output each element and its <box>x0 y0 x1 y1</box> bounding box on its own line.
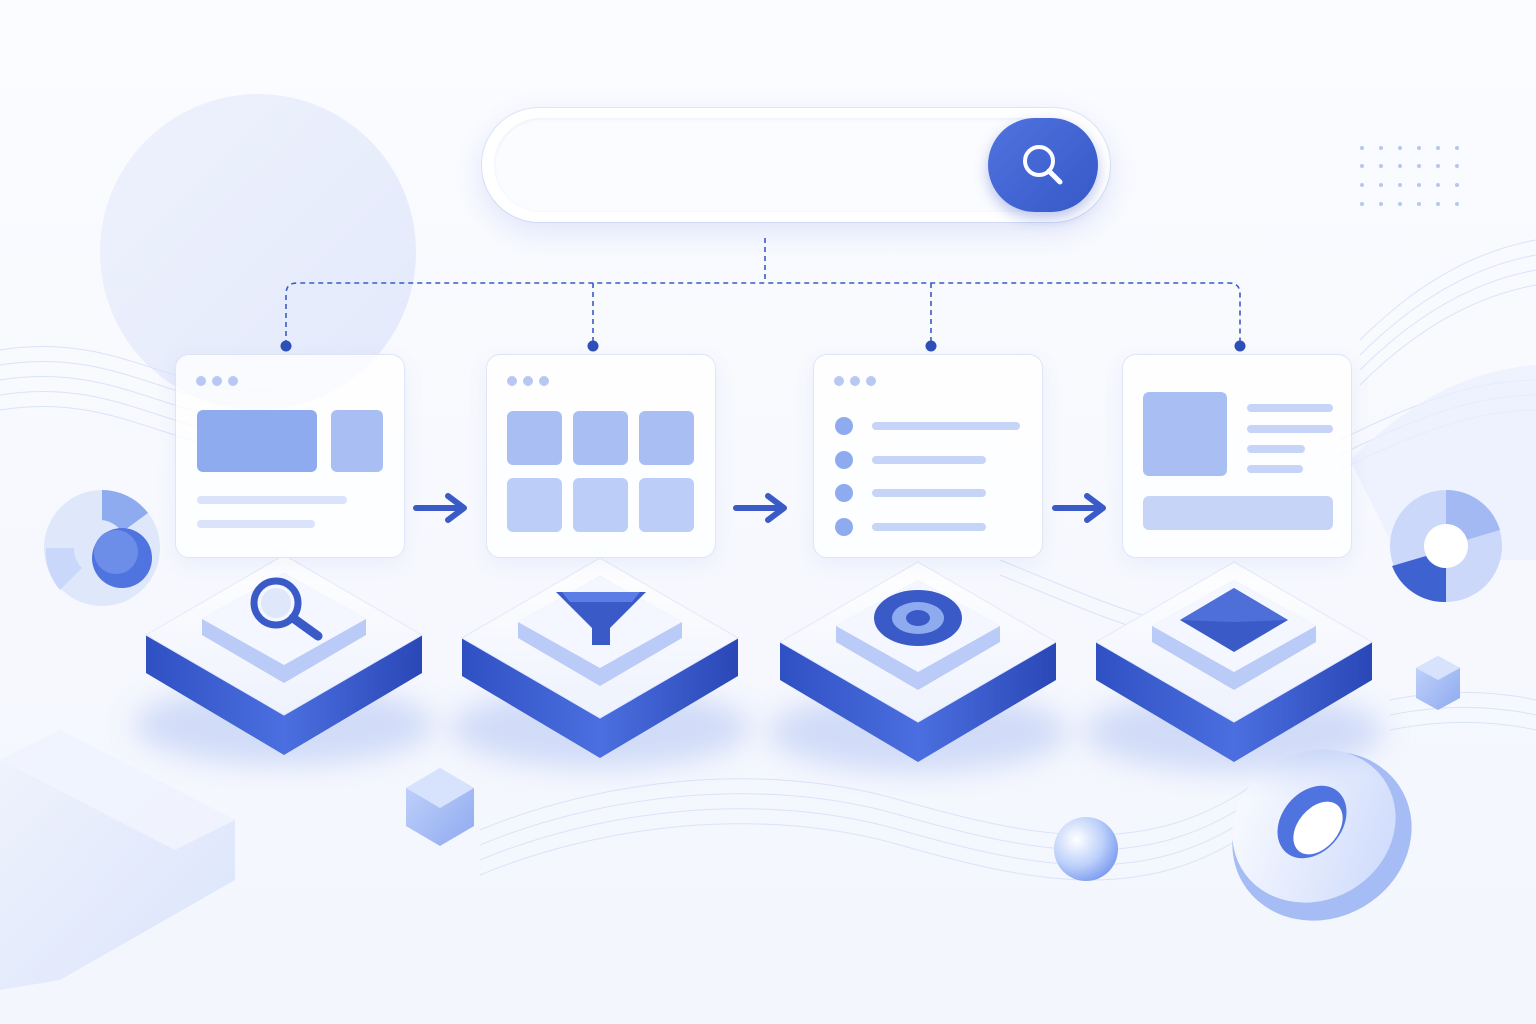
cube-decor-right <box>1416 656 1460 710</box>
list-line <box>872 523 986 531</box>
detail-line <box>1247 404 1333 412</box>
grid-tile <box>573 411 628 465</box>
panel-result <box>1122 354 1352 558</box>
donut-chart-decor-left <box>44 490 160 606</box>
content-block <box>331 410 383 472</box>
panel-rank <box>813 354 1043 558</box>
grid-tile <box>639 478 694 532</box>
platform-filter <box>450 557 750 768</box>
slab-decor <box>0 730 235 990</box>
list-bullet <box>835 484 853 502</box>
connector-nodes <box>280 340 1246 352</box>
detail-line <box>1247 445 1305 453</box>
grid-tile <box>507 411 562 465</box>
text-line <box>197 520 315 528</box>
text-line <box>197 496 347 504</box>
list-line <box>872 422 1020 430</box>
search-bar <box>482 108 1110 222</box>
window-dots <box>507 376 549 386</box>
list-bullet <box>835 451 853 469</box>
list-line <box>872 456 986 464</box>
ring-decor <box>1232 749 1412 921</box>
grid-tile <box>507 478 562 532</box>
cube-decor-left <box>406 768 474 846</box>
detail-line <box>1247 425 1333 433</box>
search-input[interactable] <box>524 118 988 214</box>
window-dots <box>834 376 876 386</box>
content-block <box>197 410 317 472</box>
connector-lines <box>285 238 1241 345</box>
arrow-right-icon <box>413 493 467 523</box>
thumbnail <box>1143 392 1227 476</box>
search-icon <box>1023 145 1063 185</box>
grid-tile <box>573 478 628 532</box>
wave-lines-decor <box>0 239 1536 881</box>
magnifier-icon <box>250 577 323 641</box>
grid-tile <box>639 411 694 465</box>
list-line <box>872 489 986 497</box>
list-bullet <box>835 518 853 536</box>
arrow-right-icon <box>1052 493 1106 523</box>
diamond-icon <box>1180 588 1288 652</box>
result-bar <box>1143 496 1333 530</box>
panel-filter <box>486 354 716 558</box>
target-icon <box>874 590 962 646</box>
platform-search <box>134 554 434 765</box>
panel-search <box>175 354 405 558</box>
sphere-decor <box>1054 817 1118 881</box>
search-button[interactable] <box>988 118 1098 212</box>
decor-circle <box>100 94 416 410</box>
detail-line <box>1247 465 1303 473</box>
platform-result <box>1084 561 1384 772</box>
funnel-icon <box>556 592 646 645</box>
window-dots <box>196 376 238 386</box>
platform-rank <box>768 561 1068 772</box>
list-bullet <box>835 417 853 435</box>
arrow-right-icon <box>733 493 787 523</box>
search-field-container <box>494 118 1098 214</box>
dot-grid-decor <box>1360 146 1459 206</box>
donut-chart-decor-right <box>1390 489 1502 603</box>
